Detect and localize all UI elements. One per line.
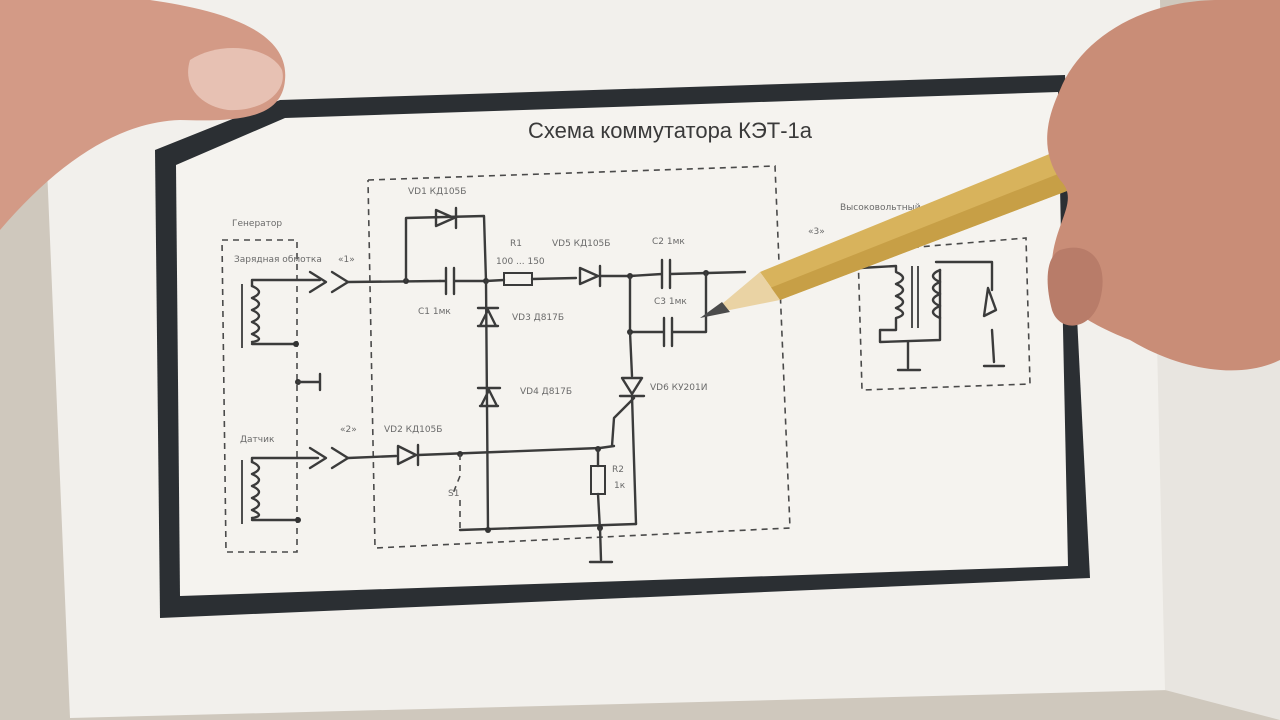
vd6-label: VD6 КУ201И bbox=[650, 383, 707, 393]
vd3-label: VD3 Д817Б bbox=[512, 313, 564, 323]
r2-label: R2 bbox=[612, 465, 624, 475]
c1-label: C1 1мк bbox=[418, 307, 451, 317]
generator-leads bbox=[250, 278, 322, 346]
generator-block-outline bbox=[221, 239, 298, 553]
vd5-label: VD5 КД105Б bbox=[552, 239, 610, 249]
vd4-label: VD4 Д817Б bbox=[520, 387, 572, 397]
vd1-diode bbox=[434, 206, 458, 230]
vd2-label: VD2 КД105Б bbox=[384, 425, 442, 435]
frame-inner bbox=[176, 92, 1068, 596]
diagram-title: Схема коммутатора КЭТ-1а bbox=[528, 118, 813, 143]
r1-wire bbox=[484, 276, 578, 283]
left-thumbnail bbox=[188, 47, 283, 111]
hv-block-outline bbox=[857, 237, 1031, 391]
pencil-tip-wood bbox=[710, 272, 780, 314]
main-ground bbox=[588, 526, 614, 564]
connector-2-label: «2» bbox=[340, 425, 357, 435]
hv-secondary bbox=[931, 260, 994, 320]
vd2-diode bbox=[396, 443, 420, 467]
s1-switch bbox=[451, 454, 461, 530]
c2-label: C2 1мк bbox=[652, 237, 685, 247]
generator-coil bbox=[250, 284, 261, 344]
sensor-coil bbox=[250, 460, 261, 520]
generator-ground bbox=[296, 372, 322, 392]
c3-label: C3 1мк bbox=[654, 297, 687, 307]
c1-capacitor bbox=[438, 266, 488, 296]
connector-3-label: «3» bbox=[808, 227, 825, 237]
gen-node bbox=[293, 341, 299, 347]
winding-label: Зарядная обмотка bbox=[234, 255, 322, 265]
node-h bbox=[485, 527, 491, 533]
right-knuckle bbox=[1047, 247, 1103, 326]
right-hand bbox=[1047, 0, 1280, 371]
vd6-thyristor bbox=[610, 376, 646, 448]
vd1-loop bbox=[404, 214, 488, 283]
vd4-diode bbox=[476, 386, 502, 408]
r2-resistor bbox=[590, 465, 606, 495]
hv-ground bbox=[896, 340, 922, 372]
c2-capacitor bbox=[628, 258, 747, 290]
s1-label: S1 bbox=[448, 489, 459, 499]
vd1-label: VD1 КД105Б bbox=[408, 187, 466, 197]
sensor-node bbox=[295, 517, 301, 523]
connector-1-label: «1» bbox=[338, 255, 355, 265]
vd3-diode bbox=[476, 306, 500, 328]
hv-primary bbox=[858, 264, 942, 344]
r1-value: 100 ... 150 bbox=[496, 257, 545, 267]
r1-label: R1 bbox=[510, 239, 522, 249]
thyristor-column bbox=[628, 330, 638, 526]
spark-plug bbox=[982, 286, 1006, 368]
pencil-lead bbox=[700, 302, 730, 318]
r2-value: 1к bbox=[614, 481, 626, 491]
r2-wire bbox=[596, 447, 602, 532]
sensor-label: Датчик bbox=[240, 435, 275, 445]
generator-label: Генератор bbox=[232, 219, 282, 229]
hv-label: Высоковольтный ... катушка bbox=[840, 203, 976, 213]
top-rail bbox=[346, 279, 442, 284]
vd5-diode bbox=[578, 264, 632, 288]
sensor-leads bbox=[250, 456, 320, 522]
r1-resistor bbox=[503, 272, 533, 286]
